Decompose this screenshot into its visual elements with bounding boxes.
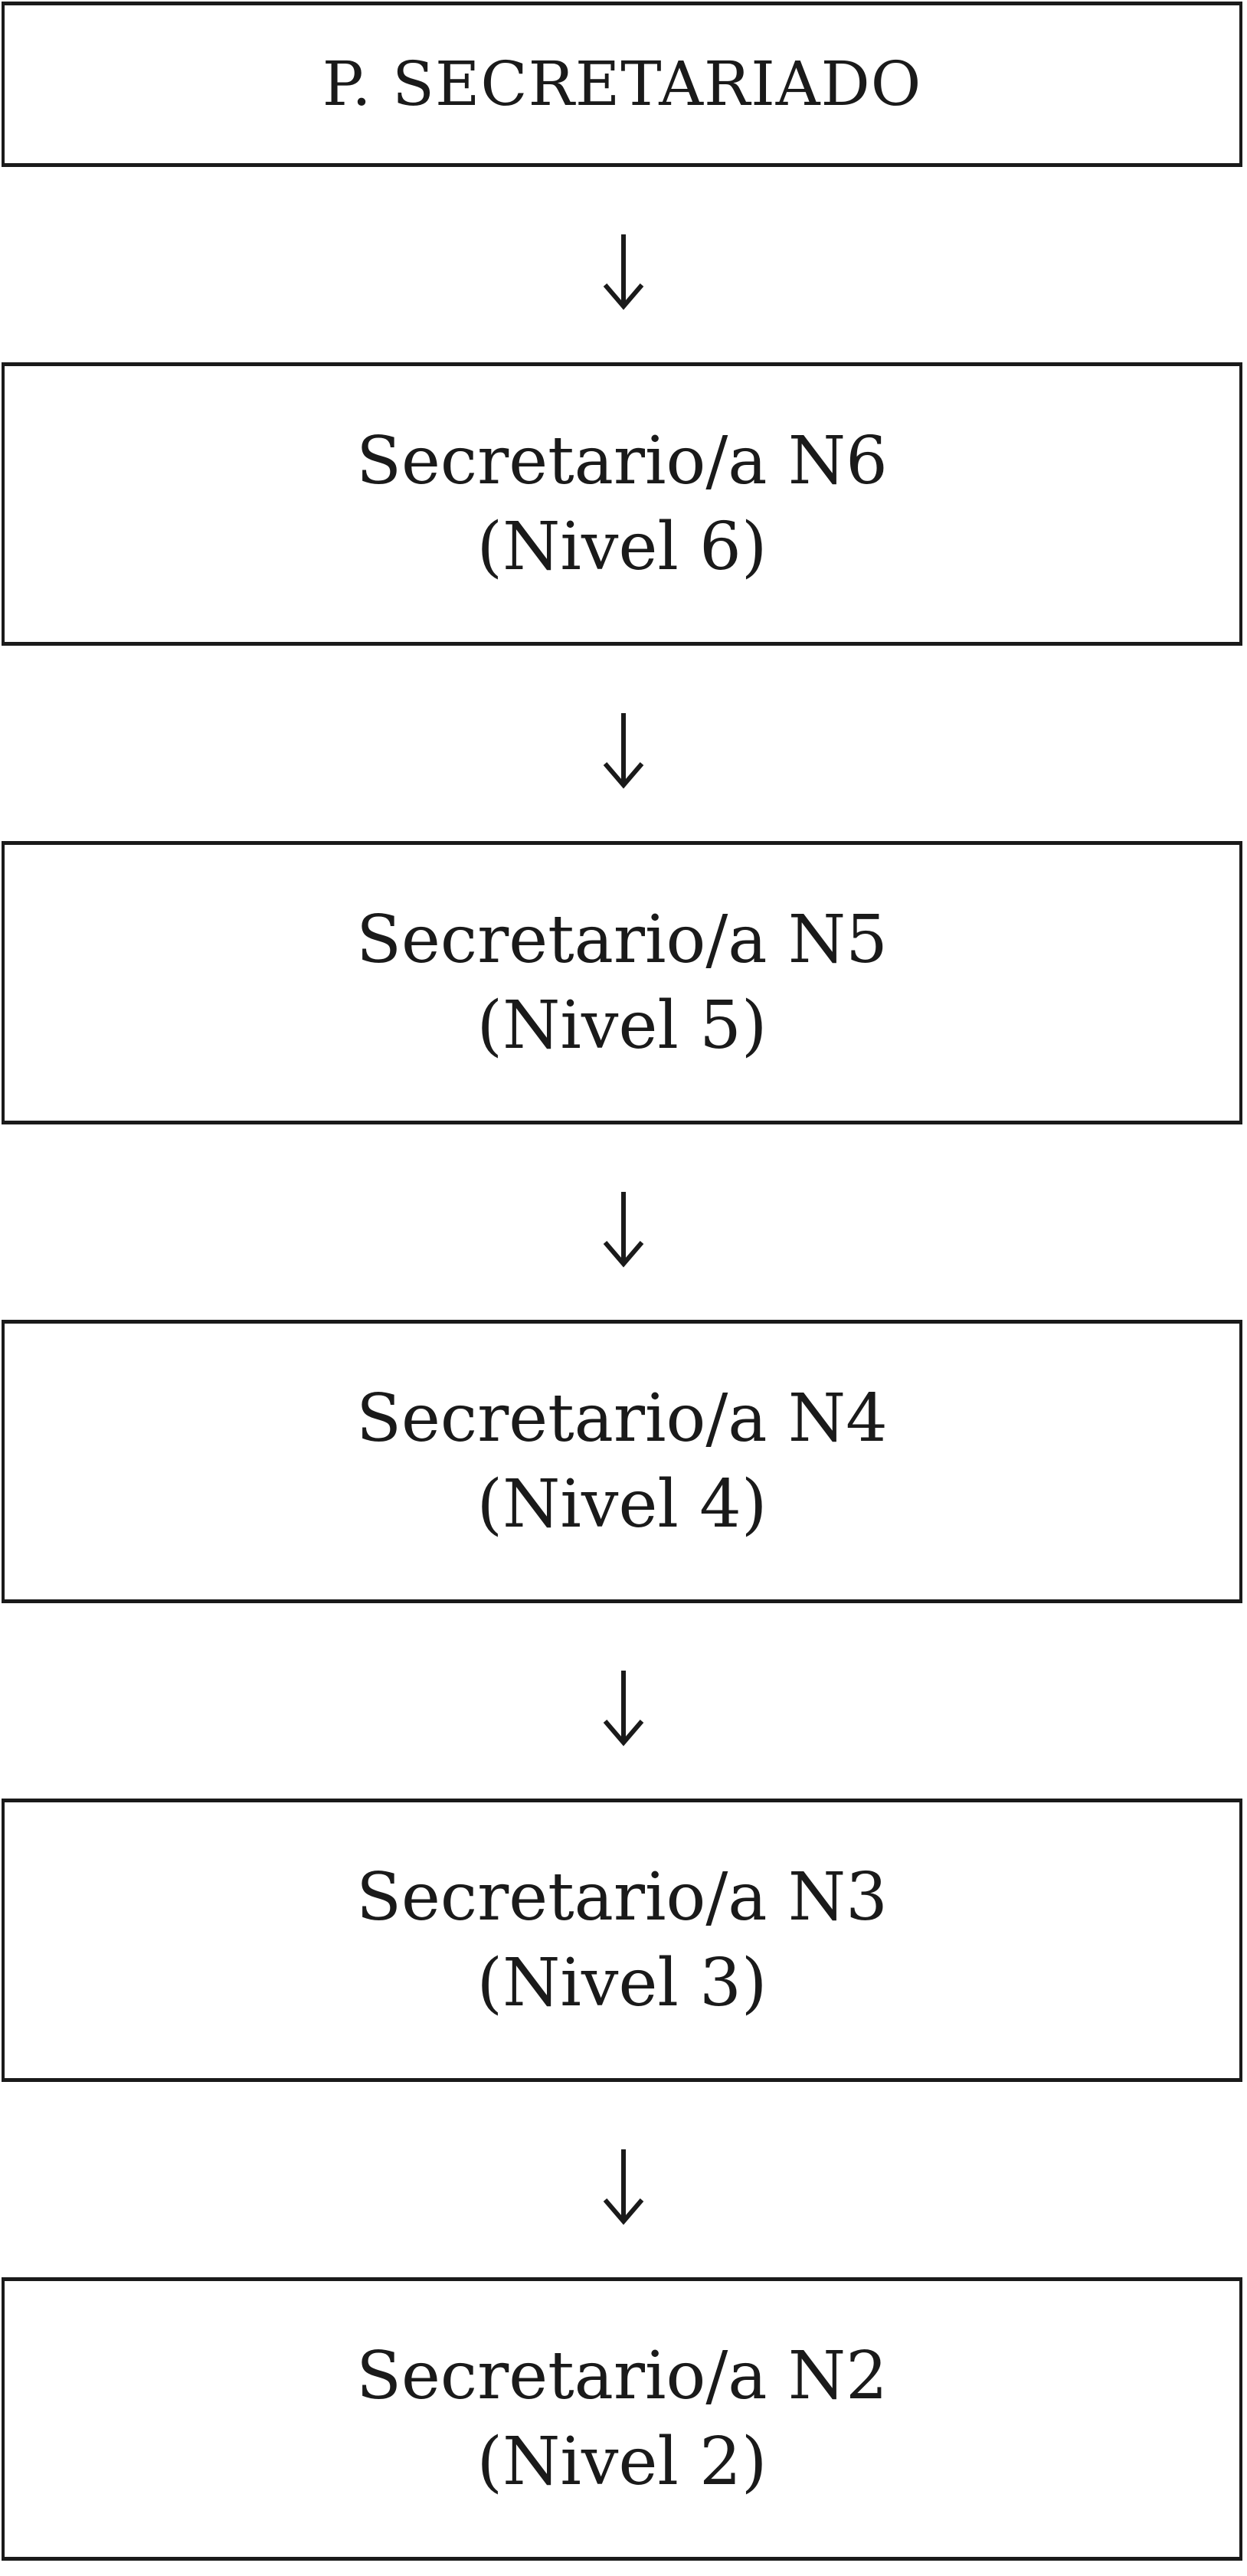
level-name: Secretario/a N5: [356, 902, 888, 978]
level-number: (Nivel 6): [476, 509, 768, 585]
level-box-n2: Secretario/a N2 (Nivel 2): [2, 2277, 1242, 2561]
level-name: Secretario/a N4: [356, 1380, 888, 1457]
down-arrow-icon: [603, 234, 644, 310]
down-arrow-icon: [603, 1671, 644, 1746]
down-arrow-icon: [603, 713, 644, 789]
header-box: P. SECRETARIADO: [2, 2, 1242, 167]
level-name: Secretario/a N3: [356, 1859, 888, 1936]
header-title: P. SECRETARIADO: [322, 48, 922, 119]
level-box-n4: Secretario/a N4 (Nivel 4): [2, 1320, 1242, 1603]
level-number: (Nivel 5): [476, 987, 768, 1064]
level-box-n5: Secretario/a N5 (Nivel 5): [2, 841, 1242, 1124]
level-number: (Nivel 3): [476, 1945, 768, 2021]
level-name: Secretario/a N2: [356, 2338, 888, 2414]
down-arrow-icon: [603, 2149, 644, 2225]
level-box-n6: Secretario/a N6 (Nivel 6): [2, 362, 1242, 646]
level-number: (Nivel 4): [476, 1466, 768, 1543]
level-box-n3: Secretario/a N3 (Nivel 3): [2, 1799, 1242, 2082]
down-arrow-icon: [603, 1192, 644, 1268]
level-number: (Nivel 2): [476, 2424, 768, 2500]
level-name: Secretario/a N6: [356, 423, 888, 499]
